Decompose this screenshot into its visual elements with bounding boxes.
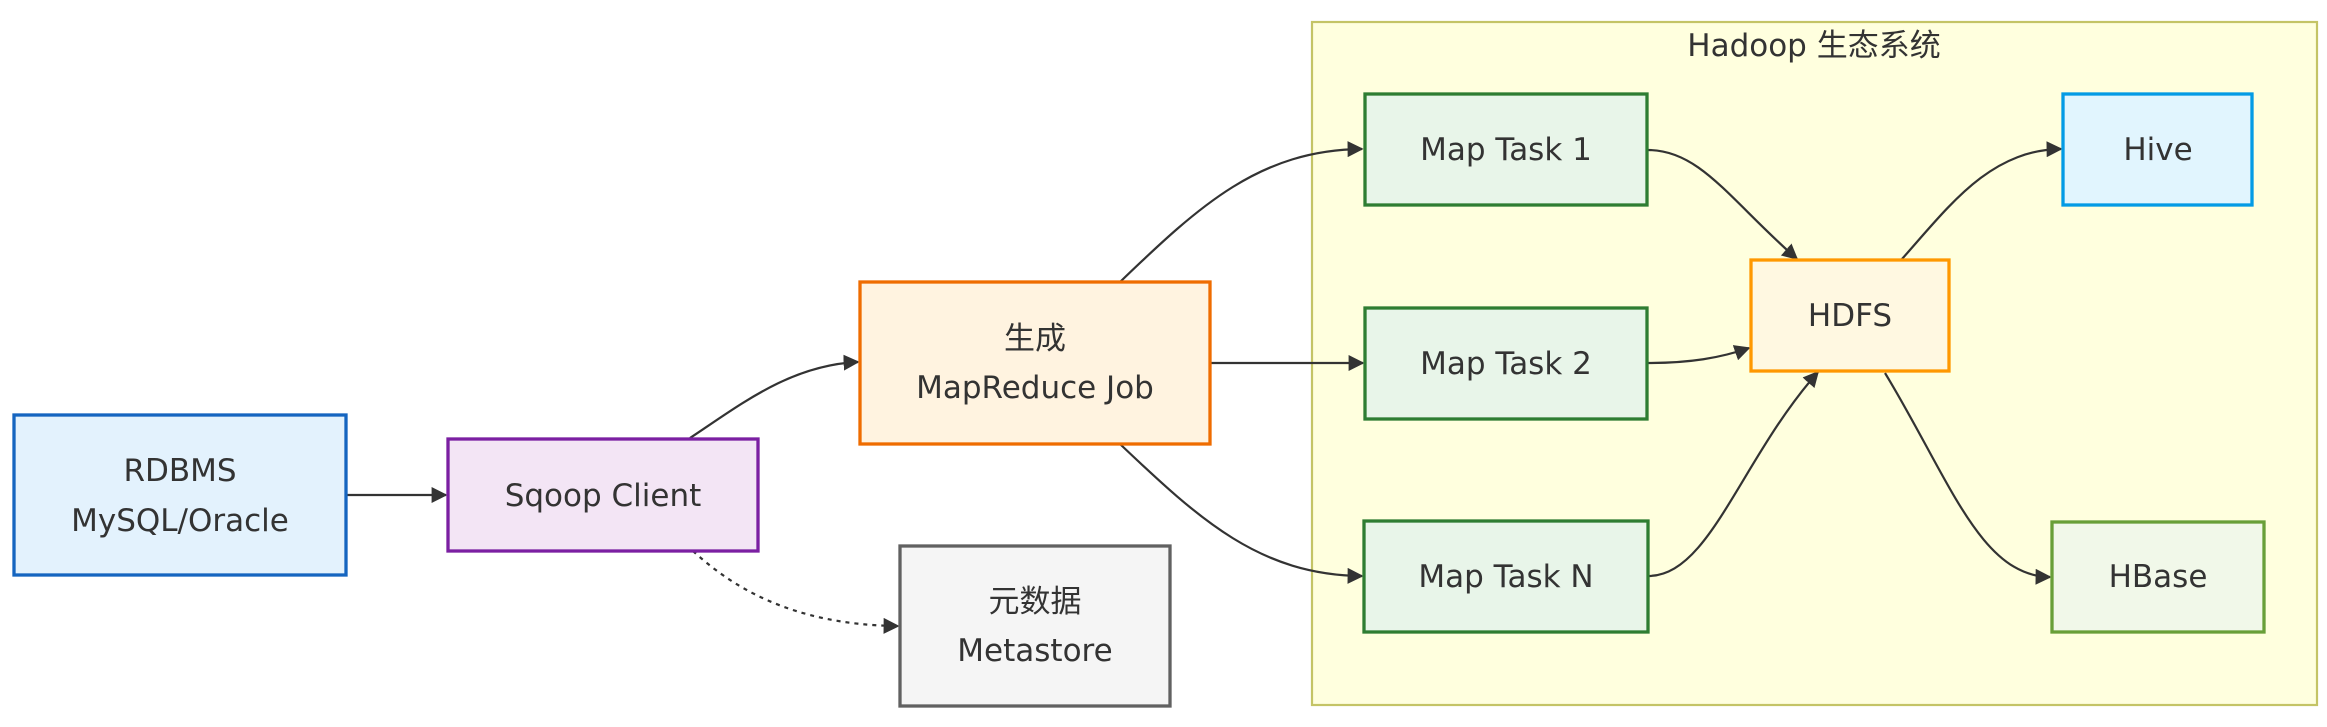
- node-hive-label: Hive: [2123, 132, 2192, 168]
- node-mapreduce-job: 生成 MapReduce Job: [858, 280, 1212, 446]
- node-hdfs-box: [1749, 258, 1951, 373]
- edge-mapn-hdfs: [1647, 370, 1820, 578]
- node-rdbms-box: [12, 413, 348, 577]
- cluster-hadoop-title: Hadoop 生态系统: [1687, 28, 1940, 64]
- node-map-task-n-box: [1362, 519, 1650, 634]
- edge-job-map1: [1119, 141, 1364, 283]
- node-sqoop-client: Sqoop Client: [446, 437, 760, 553]
- edge-job-mapn: [1119, 443, 1364, 584]
- edges: [346, 141, 2063, 634]
- node-hbase-box: [2050, 520, 2266, 634]
- edge-sqoop-meta: [692, 550, 900, 634]
- node-map-task-n: Map Task N: [1362, 519, 1650, 634]
- node-map-task-1: Map Task 1: [1363, 92, 1649, 207]
- node-metastore-label-2: Metastore: [957, 633, 1112, 669]
- node-metastore: 元数据 Metastore: [898, 544, 1172, 708]
- node-rdbms: RDBMS MySQL/Oracle: [12, 413, 348, 577]
- node-hdfs-label: HDFS: [1808, 298, 1892, 334]
- edge-sqoop-job: [689, 354, 860, 439]
- node-hive: Hive: [2061, 92, 2254, 207]
- node-map-task-2: Map Task 2: [1363, 306, 1649, 421]
- node-hbase: HBase: [2050, 520, 2266, 634]
- node-rdbms-label-2: MySQL/Oracle: [71, 503, 289, 539]
- edge-map2-hdfs: [1647, 345, 1751, 365]
- node-mapreduce-job-label-2: MapReduce Job: [916, 370, 1154, 406]
- edge-hdfs-hive: [1901, 141, 2063, 260]
- node-map-task-1-label: Map Task 1: [1420, 132, 1592, 168]
- node-map-task-2-box: [1363, 306, 1649, 421]
- node-hbase-label: HBase: [2109, 559, 2208, 595]
- node-rdbms-label-1: RDBMS: [123, 453, 236, 489]
- node-sqoop-client-label: Sqoop Client: [505, 478, 702, 514]
- node-map-task-n-label: Map Task N: [1418, 559, 1593, 595]
- node-mapreduce-job-box: [858, 280, 1212, 446]
- node-metastore-label-1: 元数据: [989, 584, 1082, 620]
- node-sqoop-client-box: [446, 437, 760, 553]
- node-hdfs: HDFS: [1749, 258, 1951, 373]
- node-map-task-2-label: Map Task 2: [1420, 346, 1592, 382]
- edge-map1-hdfs: [1647, 148, 1799, 261]
- edge-hdfs-hbase: [1884, 372, 2052, 585]
- node-hive-box: [2061, 92, 2254, 207]
- node-metastore-box: [898, 544, 1172, 708]
- node-map-task-1-box: [1363, 92, 1649, 207]
- node-mapreduce-job-label-1: 生成: [1004, 321, 1066, 357]
